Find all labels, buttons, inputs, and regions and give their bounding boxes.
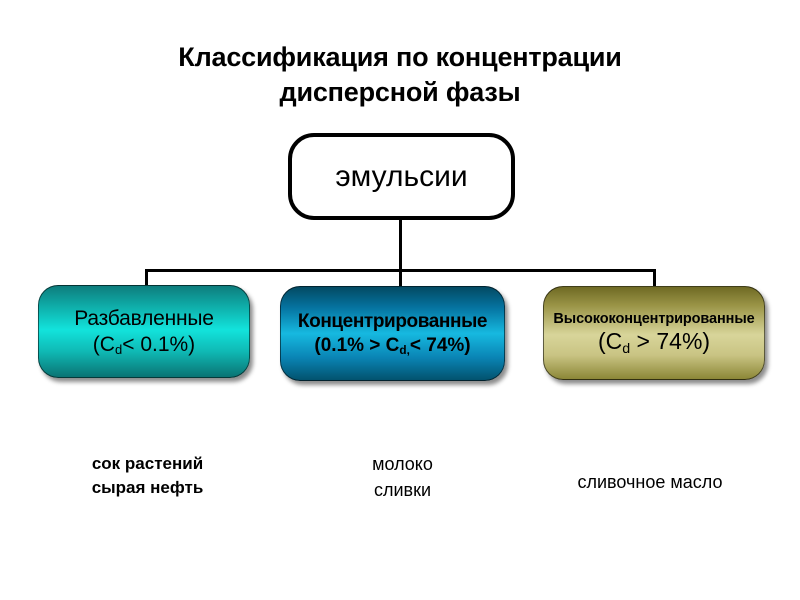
category-node-highly-concentrated-name: Высококонцентрированные xyxy=(553,311,755,327)
connector-drop-3 xyxy=(653,269,656,287)
examples-dilute-line-2: сырая нефть xyxy=(91,478,204,498)
examples-concentrated-line-2: сливки xyxy=(373,479,432,500)
root-node-label: эмульсии xyxy=(335,159,468,193)
examples-highly-concentrated: сливочное масло xyxy=(530,470,770,496)
category-node-dilute: Разбавленные (Cd< 0.1%) xyxy=(38,285,250,378)
root-node-emulsions: эмульсии xyxy=(288,133,515,220)
page-title-line-1: Классификация по концентрации xyxy=(178,42,622,72)
category-node-concentrated-formula: (0.1% > Cd,< 74%) xyxy=(314,335,470,357)
formula-subscript: d xyxy=(114,342,123,358)
formula-suffix: < 74%) xyxy=(409,334,471,356)
examples-dilute-line-1: сок растений xyxy=(91,454,204,473)
formula-prefix: (C xyxy=(92,332,115,356)
formula-subscript: d, xyxy=(399,343,410,357)
category-node-highly-concentrated-formula: (Cd > 74%) xyxy=(597,328,711,357)
category-node-concentrated: Концентрированные (0.1% > Cd,< 74%) xyxy=(280,286,505,381)
examples-concentrated: молоко сливки xyxy=(295,452,510,503)
page-title: Классификация по концентрации дисперсной… xyxy=(60,40,740,109)
formula-suffix: > 74%) xyxy=(630,328,711,354)
formula-prefix: (0.1% > C xyxy=(314,334,400,356)
formula-suffix: < 0.1%) xyxy=(122,332,196,356)
category-node-highly-concentrated: Высококонцентрированные (Cd > 74%) xyxy=(543,286,765,380)
connector-drop-2 xyxy=(399,269,402,287)
connector-root-stem xyxy=(399,220,402,271)
formula-prefix: (C xyxy=(597,328,623,354)
formula-subscript: d xyxy=(622,340,631,357)
page-title-line-2: дисперсной фазы xyxy=(279,76,521,107)
category-node-dilute-name: Разбавленные xyxy=(74,306,214,330)
examples-highly-concentrated-line-1: сливочное масло xyxy=(577,472,723,492)
examples-dilute: сок растений сырая нефть xyxy=(30,452,265,500)
category-node-concentrated-name: Концентрированные xyxy=(297,310,488,332)
category-node-dilute-formula: (Cd< 0.1%) xyxy=(92,332,196,358)
examples-concentrated-line-1: молоко xyxy=(372,454,433,474)
connector-drop-1 xyxy=(145,269,148,287)
